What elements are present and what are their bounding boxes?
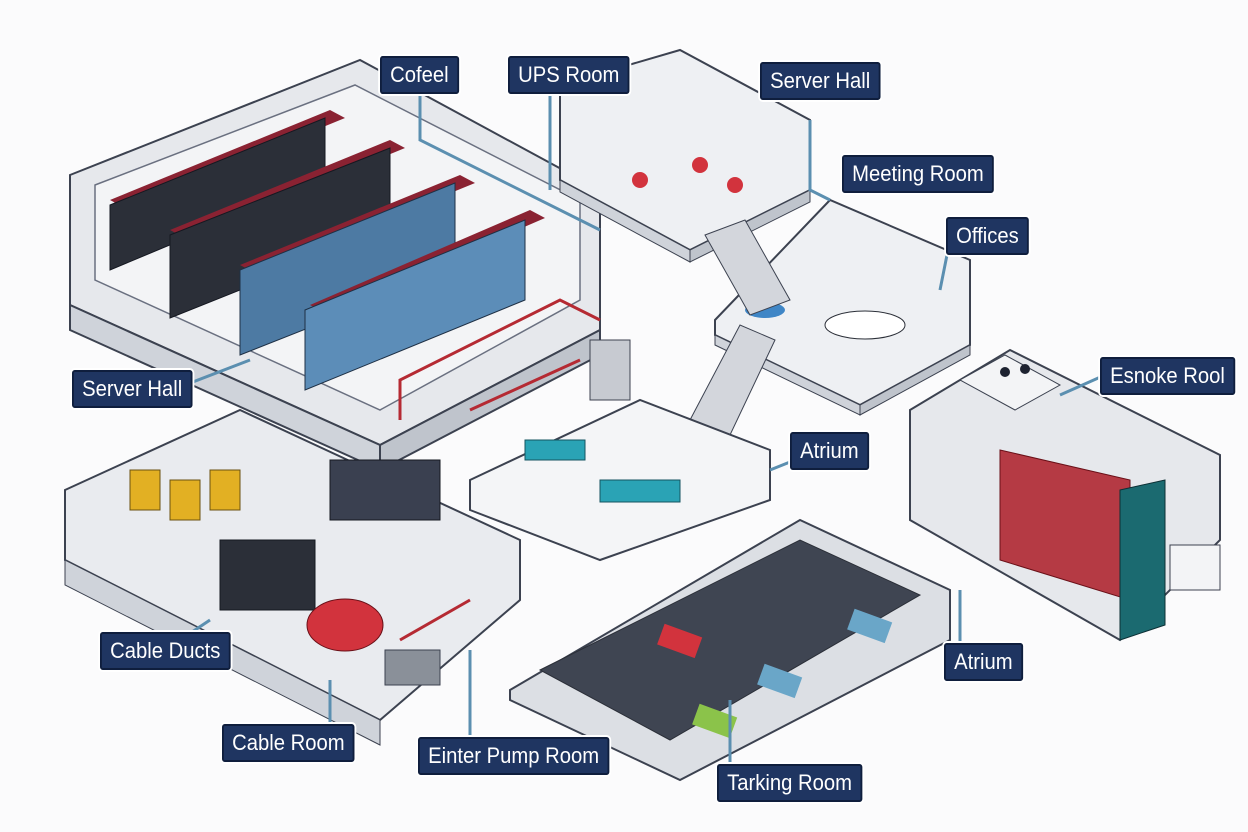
label-server-hall-top: Server Hall: [760, 62, 881, 100]
lower-plant-floor: [64, 408, 521, 746]
parking-level: [509, 518, 951, 782]
server-racks: [109, 110, 545, 391]
staircase: [689, 219, 791, 436]
atrium-lobby: [469, 339, 771, 562]
label-einter-pump-room: Einter Pump Room: [418, 737, 610, 775]
label-offices: Offices: [946, 217, 1029, 255]
label-tarking-room: Tarking Room: [717, 764, 863, 802]
pipes: [149, 90, 1106, 765]
label-cable-room: Cable Room: [222, 724, 355, 762]
label-cable-ducts: Cable Ducts: [100, 632, 231, 670]
label-atrium-right: Atrium: [944, 643, 1023, 681]
label-esnoke-rool: Esnoke Rool: [1100, 357, 1236, 395]
label-server-hall-left: Server Hall: [72, 370, 193, 408]
label-ups-room: UPS Room: [508, 56, 630, 94]
label-atrium-mid: Atrium: [790, 432, 869, 470]
side-module-building: [909, 348, 1221, 642]
upper-rooms: [559, 48, 971, 416]
label-cofeel: Cofeel: [380, 56, 459, 94]
label-meeting-room: Meeting Room: [842, 155, 994, 193]
